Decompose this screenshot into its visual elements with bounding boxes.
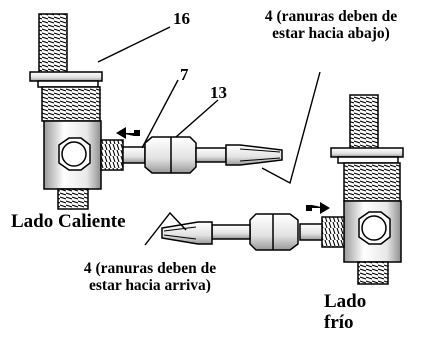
- hot-upper-shank: [38, 13, 68, 77]
- cold-side-outlet: [321, 216, 345, 248]
- note-bottom-line-2: estar hacia arriva): [89, 277, 211, 295]
- leader-13: [175, 99, 219, 138]
- hot-side-connector: [122, 136, 283, 174]
- leader-4-bottom: [144, 211, 187, 246]
- hot-arrow-head-icon: [116, 127, 126, 139]
- cold-line-end: [161, 221, 213, 245]
- note-top: 4 (ranuras deben de estar hacia abajo): [238, 8, 424, 42]
- hot-tube: [195, 147, 227, 163]
- cold-side-label: Lado frío: [324, 291, 367, 334]
- cold-upper-shank: [349, 94, 379, 152]
- hot-bottom-outlet: [57, 188, 89, 210]
- cold-side-valve: [321, 94, 404, 285]
- note-top-line-2: estar hacia abajo): [272, 25, 390, 43]
- hot-side-outlet: [100, 139, 124, 171]
- cold-side-label-line-1: Lado: [324, 291, 367, 312]
- hot-side-valve: [29, 13, 124, 210]
- cold-mounting-flange: [330, 147, 404, 158]
- hot-side-label: Lado Caliente: [11, 211, 126, 232]
- note-top-line-1: 4 (ranuras deben de: [264, 8, 398, 25]
- cold-side-label-line-2: frío: [324, 311, 354, 333]
- leader-16: [97, 26, 171, 63]
- hot-mounting-flange: [29, 71, 103, 82]
- cold-flange-gasket: [337, 156, 399, 164]
- cold-direction-arrow-icon: [306, 205, 326, 211]
- cold-body-port: [361, 215, 387, 241]
- hot-line-end: [225, 144, 283, 166]
- cold-ferrule: [299, 223, 323, 241]
- note-bottom-line-1: 4 (ranuras deben de: [83, 260, 217, 277]
- cold-lower-shank: [343, 162, 401, 202]
- callout-13: 13: [210, 83, 227, 102]
- leader-lines: [97, 26, 321, 246]
- leader-7: [141, 79, 179, 149]
- leader-4-top: [261, 71, 321, 185]
- cold-line-slot: [163, 226, 197, 240]
- cold-compression-nut: [249, 213, 299, 251]
- hot-line-slot: [239, 148, 281, 162]
- hot-ferrule: [122, 146, 146, 164]
- cold-bottom-outlet: [357, 261, 389, 285]
- callout-16: 16: [173, 9, 190, 28]
- note-bottom: 4 (ranuras deben de estar hacia arriva): [52, 260, 248, 294]
- hot-flange-gasket: [37, 80, 99, 88]
- cold-arrow-head-icon: [320, 202, 330, 214]
- callout-7: 7: [180, 65, 189, 84]
- hot-body-port: [61, 141, 87, 167]
- hot-direction-arrow-icon: [120, 130, 140, 136]
- cold-side-connector: [161, 213, 323, 251]
- hot-lower-shank: [41, 86, 101, 122]
- cold-tube: [211, 224, 251, 240]
